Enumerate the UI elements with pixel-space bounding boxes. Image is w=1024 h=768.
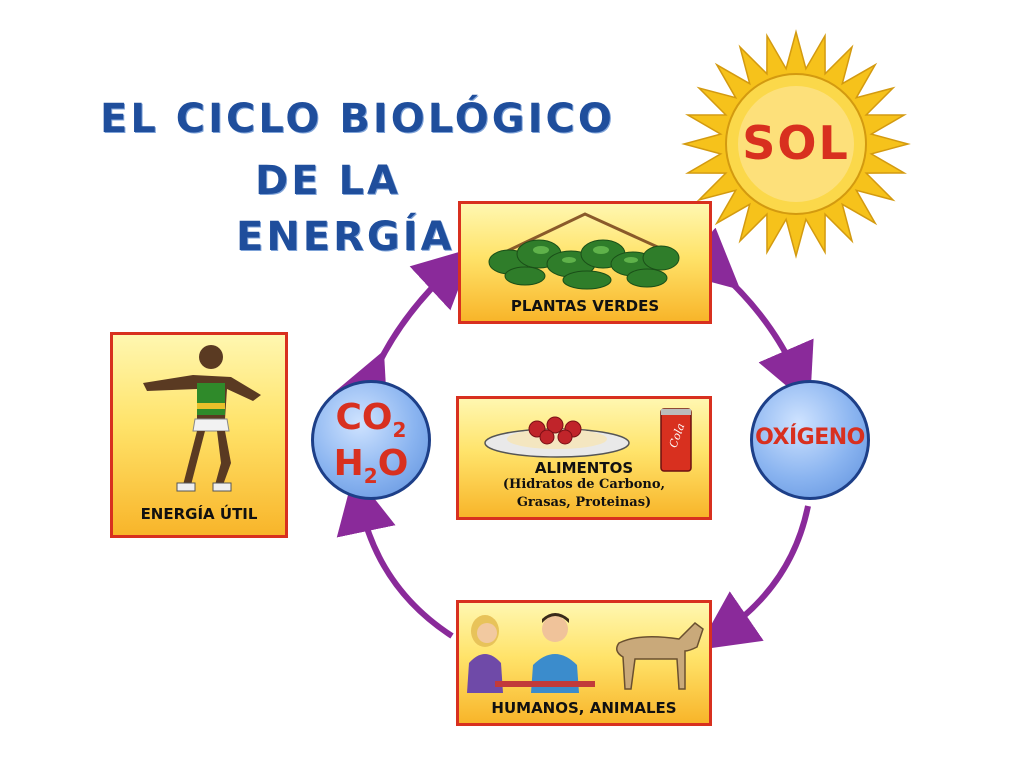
bubble-oxygen: OXÍGENO	[750, 380, 870, 500]
people-eating-illustration	[467, 613, 595, 693]
arrow-oxygen-humans	[697, 505, 811, 650]
humans-label: HUMANOS, ANIMALES	[491, 699, 677, 717]
oxygen-label: OXÍGENO	[755, 425, 865, 450]
food-label: ALIMENTOS	[534, 459, 634, 477]
energy-label: ENERGÍA ÚTIL	[140, 505, 258, 523]
food-sub-2: Grasas, Proteinas)	[516, 495, 652, 510]
co2-main: CO	[335, 397, 393, 438]
spaghetti-plate-illustration	[484, 416, 630, 458]
arrow-humans-co2	[336, 472, 454, 639]
cola-can-icon	[660, 408, 692, 472]
h2o-h: H	[333, 443, 364, 484]
h2o-subscript: 2	[363, 464, 378, 489]
co2-text: CO2	[314, 397, 428, 442]
plants-label: PLANTAS VERDES	[510, 297, 660, 315]
arrow-plants-oxygen	[675, 227, 814, 406]
card-food: Cola ALIMENTOS (Hidratos de Carbono, Gra…	[456, 396, 712, 520]
h2o-o: O	[377, 443, 409, 484]
bubble-co2-h2o: CO2 H2O	[311, 380, 431, 500]
title-line-3: ENERGÍA	[236, 214, 455, 260]
sun-label: SOL	[742, 116, 850, 170]
plants-illustration	[488, 212, 680, 290]
title-line-2: DE LA	[255, 158, 401, 204]
sun-icon	[681, 29, 911, 259]
arrow-co2-plants	[332, 247, 475, 418]
sun: SOL	[680, 28, 912, 260]
card-plants: PLANTAS VERDES	[458, 201, 712, 324]
co2-subscript: 2	[392, 418, 407, 443]
card-energy: ENERGÍA ÚTIL	[110, 332, 288, 538]
food-sub-1: (Hidratos de Carbono,	[502, 477, 666, 492]
h2o-text: H2O	[314, 443, 428, 488]
card-humans: HUMANOS, ANIMALES	[456, 600, 712, 726]
title-line-1: EL CICLO BIOLÓGICO	[100, 96, 615, 142]
athlete-illustration	[143, 345, 261, 492]
dog-illustration	[616, 622, 704, 690]
